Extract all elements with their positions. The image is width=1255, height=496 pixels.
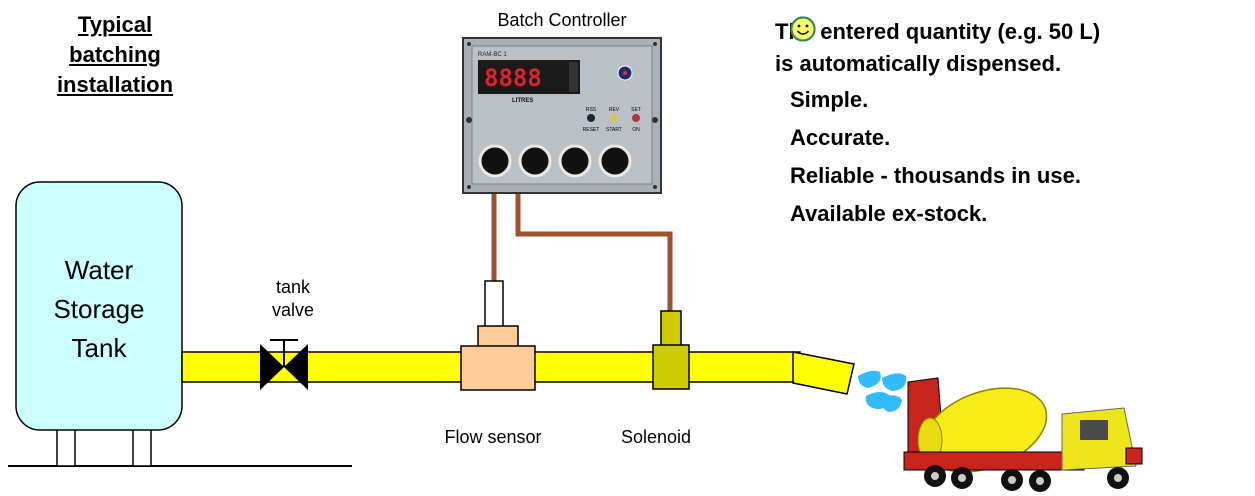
controller-model: RAM-BC 1 (478, 52, 507, 58)
feature-text: Simple. (790, 87, 869, 112)
valve-label-line-1: tank (276, 277, 311, 297)
mixer-truck-icon (903, 377, 1143, 492)
feature-text: Reliable - thousands in use. (790, 163, 1081, 188)
tank-label-line-1: Water (65, 255, 134, 285)
switch-label-bottom-2: START (606, 127, 622, 133)
intro-line-2: is automatically dispensed. (775, 51, 1062, 76)
heading-line-1: Typical (77, 12, 153, 37)
switch-label-top-3: SET (631, 107, 641, 113)
flow-sensor-label: Flow sensor (444, 427, 541, 447)
tank-label-line-3: Tank (72, 333, 128, 363)
intro-line-1: The entered quantity (e.g. 50 L) (775, 19, 1101, 44)
solenoid-label: Solenoid (621, 427, 691, 447)
units-label: LITRES (512, 98, 533, 104)
water-drops (858, 370, 907, 412)
rotary-knobs (478, 144, 632, 178)
tank-valve (260, 339, 308, 390)
controller-title: Batch Controller (497, 10, 626, 30)
water-storage-tank (15, 181, 183, 431)
flow-sensor (460, 280, 536, 391)
switch-label-bottom-1: RESET (583, 127, 600, 133)
led-readout: 8888 (484, 64, 542, 92)
switch-label-top-2: REV (609, 107, 620, 113)
feature-item-1: Simple. (790, 16, 1250, 118)
heading-line-2: batching (69, 42, 161, 67)
switch-label-bottom-3: ON (632, 127, 640, 133)
tank-label-line-2: Storage (53, 294, 144, 324)
switch-label-top-1: RSS (586, 107, 597, 113)
led-display (478, 60, 580, 94)
controller-switches: RSS REV SET RESET START ON (583, 107, 641, 133)
feature-item-4: Available ex-stock. (790, 16, 1250, 232)
tank-legs (56, 427, 152, 467)
feature-text: Available ex-stock. (790, 201, 988, 226)
feature-item-2: Accurate. (790, 16, 1250, 156)
feature-list: The entered quantity (e.g. 50 L) is auto… (775, 16, 1250, 232)
feature-text: Accurate. (790, 125, 891, 150)
signal-cables (491, 192, 673, 312)
valve-label-line-2: valve (272, 300, 314, 320)
batch-controller: RAM-BC 1 8888 LITRES RSS REV SET RESET S… (462, 37, 662, 194)
diagram-heading: Typical batching installation (20, 10, 210, 100)
feature-intro: The entered quantity (e.g. 50 L) is auto… (775, 16, 1250, 80)
smiley-icon (790, 16, 816, 42)
solenoid-valve (652, 310, 690, 390)
feature-item-3: Reliable - thousands in use. (790, 16, 1250, 194)
heading-line-3: installation (56, 72, 174, 97)
pipe-nozzle (792, 351, 855, 395)
